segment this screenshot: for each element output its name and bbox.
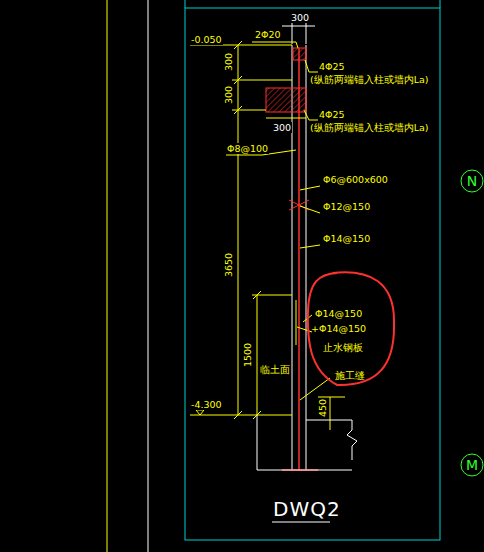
- annotation-text: 300: [223, 85, 234, 105]
- annotation-text: 临土面: [259, 364, 291, 375]
- annotation-text: Φ6@600x600: [322, 174, 389, 185]
- annotation-text: 4Φ25: [318, 109, 346, 120]
- node-text: +Φ14@150: [311, 323, 366, 335]
- annotation-text: 4Φ25: [318, 61, 346, 72]
- annotation-text: 300: [272, 122, 292, 133]
- node-text: N: [467, 173, 477, 189]
- annotation-text: 2Φ20: [254, 29, 282, 40]
- annotation-text: (纵筋两端锚入柱或墙内La): [309, 122, 430, 133]
- node-text: Φ14@150: [315, 308, 362, 320]
- node-text: M: [466, 457, 478, 473]
- annotation-text: Φ12@150: [322, 201, 371, 212]
- annotation-text: 1500: [242, 342, 253, 368]
- highlight-outline: Φ14@150 +Φ14@150 止水钢板施工缝: [305, 270, 397, 388]
- annotation-text: DWQ2: [272, 498, 342, 520]
- axis-bubble: M: [460, 453, 484, 477]
- annotation-text: (纵筋两端锚入柱或墙内La): [309, 74, 430, 85]
- node-text: 止水钢板: [323, 342, 363, 354]
- annotation-text: 300: [223, 52, 234, 72]
- annotation-text: Φ14@150: [322, 233, 371, 244]
- annotation-text: Φ8@100: [226, 143, 269, 154]
- annotation-text: 3650: [223, 252, 234, 278]
- annotation-text: -4.300: [190, 399, 223, 410]
- node-text: 施工缝: [335, 370, 365, 382]
- annotation-text: 300: [290, 12, 310, 23]
- annotation-text: 450: [317, 398, 328, 418]
- annotation-text: -0.050: [190, 34, 223, 45]
- axis-bubble: N: [460, 169, 484, 193]
